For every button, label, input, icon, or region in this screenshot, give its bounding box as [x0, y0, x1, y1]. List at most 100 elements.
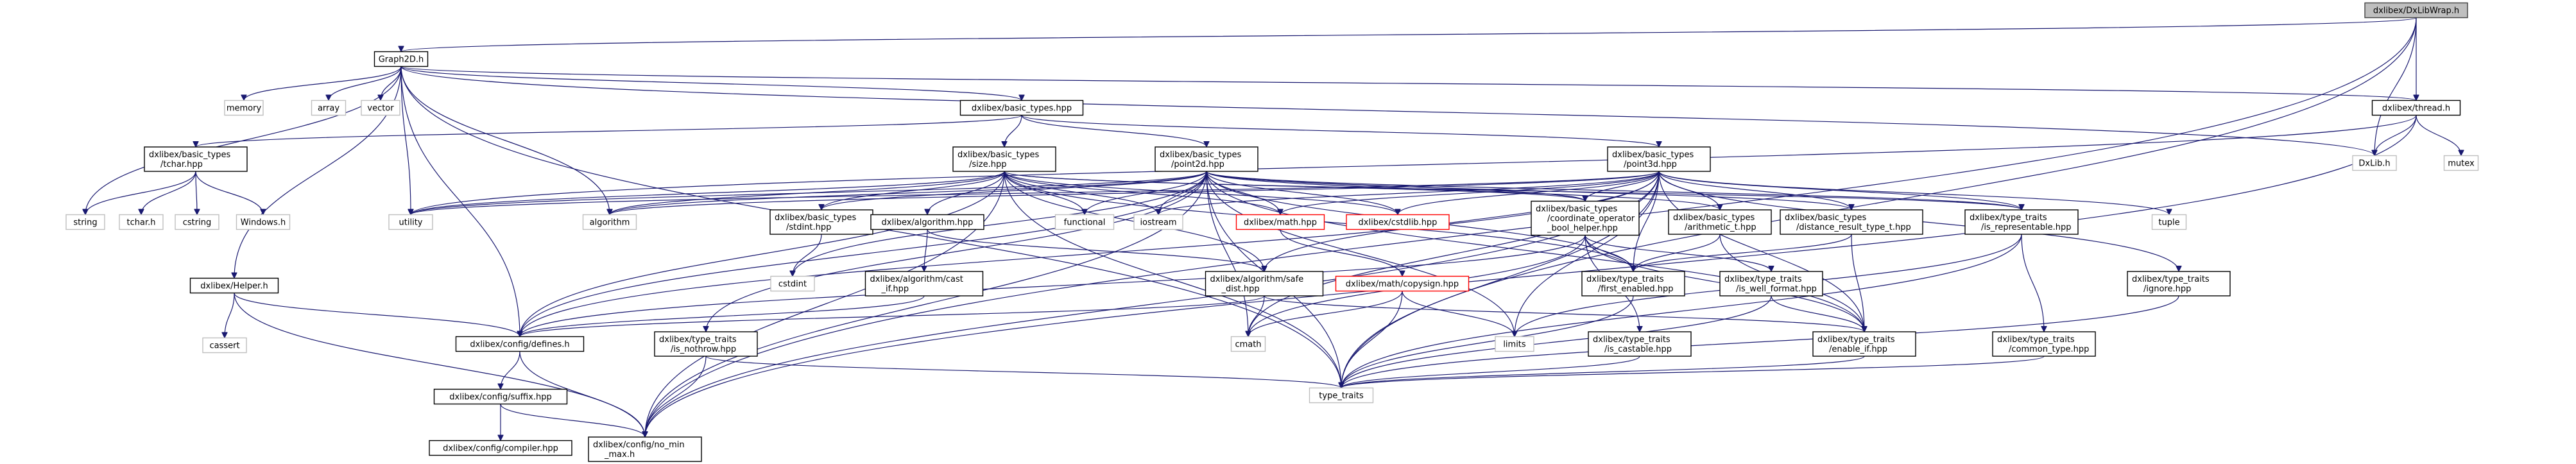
node-dxlib-h: DxLib.h [2352, 155, 2397, 171]
edge-alg-safe-to-enable-if [1264, 295, 1864, 332]
node-is-well-format[interactable]: dxlibex/type_traits/is_well_format.hpp [1719, 271, 1823, 296]
edge-math-to-copysign [1280, 229, 1402, 277]
node-label: dxlibex/type_traits [1593, 335, 1670, 345]
node-point2d[interactable]: dxlibex/basic_types/point2d.hpp [1155, 146, 1258, 172]
node-stdint[interactable]: dxlibex/basic_types/stdint.hpp [769, 209, 873, 235]
node-helper[interactable]: dxlibex/Helper.h [189, 277, 279, 294]
node-label: dxlibex/config/suffix.hpp [449, 393, 552, 402]
node-root[interactable]: dxlibex/DxLibWrap.h [2364, 2, 2468, 19]
edge-root-to-type-traits [1341, 17, 2417, 388]
node-label: dxlibex/config/compiler.hpp [443, 444, 558, 454]
node-defines[interactable]: dxlibex/config/defines.h [455, 336, 585, 352]
node-cstring: cstring [175, 214, 219, 230]
node-label: dxlibex/type_traits [1724, 275, 1802, 284]
node-box [224, 99, 264, 116]
node-box [65, 214, 105, 230]
edge-root-to-no-min-max [645, 17, 2417, 438]
node-common-type[interactable]: dxlibex/type_traits/common_type.hpp [1992, 331, 2096, 357]
edge-graph2d-to-basic-types [400, 65, 1022, 101]
node-point3d[interactable]: dxlibex/basic_types/point3d.hpp [1607, 146, 1711, 172]
edge-root-to-dxlib-h [2374, 17, 2417, 156]
node-label: /tchar.hpp [160, 160, 203, 169]
node-label: dxlibex/algorithm/cast [870, 275, 963, 284]
node-coord-op[interactable]: dxlibex/basic_types/coordinate_operator_… [1531, 200, 1640, 236]
edge-graph2d-to-dxlib-h [400, 66, 2374, 156]
node-basic-types[interactable]: dxlibex/basic_types.hpp [959, 99, 1084, 116]
edge-arith-to-first-enabled [1633, 234, 1721, 272]
node-label: dxlibex/basic_types [1536, 205, 1618, 214]
node-label: dxlibex/cstdlib.hpp [1359, 218, 1438, 228]
node-label: cstring [183, 218, 211, 228]
edge-point3d-to-type-traits [1341, 171, 1660, 388]
edge-point3d-to-limits [1515, 171, 1660, 337]
node-label: array [318, 104, 339, 114]
node-label: /coordinate_operator [1547, 214, 1635, 224]
node-box [588, 436, 702, 462]
edge-point3d-to-alg-safe [1264, 171, 1660, 271]
node-cstdlib[interactable]: dxlibex/cstdlib.hpp [1346, 214, 1450, 230]
node-is-nothrow[interactable]: dxlibex/type_traits/is_nothrow.hpp [654, 331, 758, 357]
edge-size-to-utility [411, 171, 1005, 215]
node-box [1607, 146, 1711, 172]
node-label: /first_enabled.hpp [1598, 284, 1673, 294]
node-thread[interactable]: dxlibex/thread.h [2371, 99, 2461, 116]
node-tchar[interactable]: dxlibex/basic_types/tchar.hpp [144, 146, 248, 172]
node-math[interactable]: dxlibex/math.hpp [1235, 214, 1325, 230]
node-graph2d[interactable]: Graph2D.h [374, 51, 429, 67]
node-first-enabled[interactable]: dxlibex/type_traits/first_enabled.hpp [1581, 271, 1685, 296]
node-label: tuple [2158, 218, 2179, 228]
node-box [770, 275, 815, 292]
node-size[interactable]: dxlibex/basic_types/size.hpp [952, 146, 1056, 172]
edge-tchar-to-tchar-h [141, 171, 196, 215]
node-box [1495, 336, 1534, 352]
node-box [582, 214, 637, 230]
edge-graph2d-to-helper [234, 66, 402, 279]
node-label: dxlibex/basic_types.hpp [972, 104, 1072, 114]
edge-point3d-to-enable-if [1658, 171, 1864, 332]
node-is-castable[interactable]: dxlibex/type_traits/is_castable.hpp [1588, 331, 1692, 357]
node-suffix[interactable]: dxlibex/config/suffix.hpp [433, 388, 568, 405]
edge-graph2d-to-defines [400, 66, 520, 337]
node-algorithm-hpp[interactable]: dxlibex/algorithm.hpp [870, 214, 984, 230]
node-windows: Windows.h [236, 214, 291, 230]
node-label: dxlibex/math.hpp [1244, 218, 1317, 228]
edge-graph2d-to-algorithm [400, 66, 610, 215]
node-is-repr[interactable]: dxlibex/type_traits/is_representable.hpp [1964, 209, 2079, 235]
node-compiler[interactable]: dxlibex/config/compiler.hpp [429, 440, 572, 456]
node-arith[interactable]: dxlibex/basic_types/arithmetic_t.hpp [1668, 209, 1772, 235]
node-label: /is_representable.hpp [1981, 223, 2071, 232]
node-label: /ignore.hpp [2143, 284, 2191, 294]
node-enable-if[interactable]: dxlibex/type_traits/enable_if.hpp [1812, 331, 1916, 357]
edge-point3d-to-tuple [1658, 171, 2169, 215]
node-alg-safe[interactable]: dxlibex/algorithm/safe_dist.hpp [1205, 271, 1324, 296]
edge-point2d-to-is-repr [1206, 171, 2022, 211]
node-box [455, 336, 585, 352]
edge-tchar-to-cstring [196, 171, 197, 215]
edge-point2d-to-enable-if [1206, 171, 1864, 332]
node-box [311, 99, 347, 116]
node-label: algorithm [590, 218, 630, 228]
edge-point2d-to-limits [1206, 171, 1515, 337]
node-dist-result[interactable]: dxlibex/basic_types/distance_result_type… [1780, 209, 1923, 235]
node-no-min-max[interactable]: dxlibex/config/no_min_max.h [588, 436, 702, 462]
edge-point2d-to-utility [411, 171, 1207, 215]
node-ignore[interactable]: dxlibex/type_traits/ignore.hpp [2127, 271, 2231, 296]
edge-suffix-to-no-min-max [500, 404, 645, 438]
node-box [952, 146, 1056, 172]
node-cmath: cmath [1230, 336, 1266, 352]
edge-is-well-format-to-enable-if [1771, 295, 1864, 332]
edge-copysign-to-cmath [1248, 291, 1403, 337]
edge-point3d-to-utility [411, 171, 1660, 215]
node-box [654, 331, 758, 357]
node-box [2443, 155, 2479, 171]
node-label: dxlibex/basic_types [775, 213, 857, 223]
node-label: dxlibex/basic_types [1612, 150, 1694, 160]
node-alg-cast[interactable]: dxlibex/algorithm/cast_if.hpp [864, 271, 984, 296]
node-copysign[interactable]: dxlibex/math/copysign.hpp [1335, 275, 1470, 292]
edge-algorithm-hpp-to-alg-cast [924, 229, 928, 272]
node-box [119, 214, 164, 230]
node-label: dxlibex/basic_types [1785, 213, 1867, 223]
edge-basic-types-to-point2d [1021, 115, 1206, 148]
node-cstdint: cstdint [770, 275, 815, 292]
